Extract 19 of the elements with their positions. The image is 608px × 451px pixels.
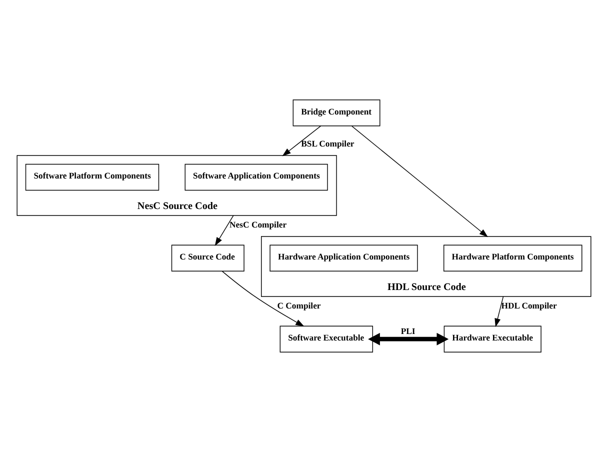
node-box: Software Executable bbox=[280, 325, 374, 352]
node-box: Software Platform Components bbox=[25, 163, 160, 190]
edge-label: PLI bbox=[400, 325, 416, 336]
node-box: C Source Code bbox=[171, 244, 244, 272]
node-box: Hardware Executable bbox=[444, 325, 542, 352]
arrow bbox=[368, 332, 449, 345]
edge-label: C Compiler bbox=[277, 300, 321, 310]
arrow bbox=[352, 125, 488, 237]
arrow bbox=[214, 214, 234, 246]
node-box: Hardware Application Components bbox=[270, 244, 418, 272]
node-box: Bridge Component bbox=[292, 99, 380, 126]
arrow bbox=[222, 270, 304, 326]
edge-label: NesC Compiler bbox=[230, 219, 287, 230]
node-box: Hardware Platform Components bbox=[443, 244, 582, 272]
edge-label: HDL Compiler bbox=[501, 300, 557, 310]
edge-label: BSL Compiler bbox=[301, 138, 354, 148]
arrow bbox=[282, 125, 322, 156]
arrow bbox=[494, 296, 504, 327]
node-box: Software Application Components bbox=[184, 163, 328, 190]
